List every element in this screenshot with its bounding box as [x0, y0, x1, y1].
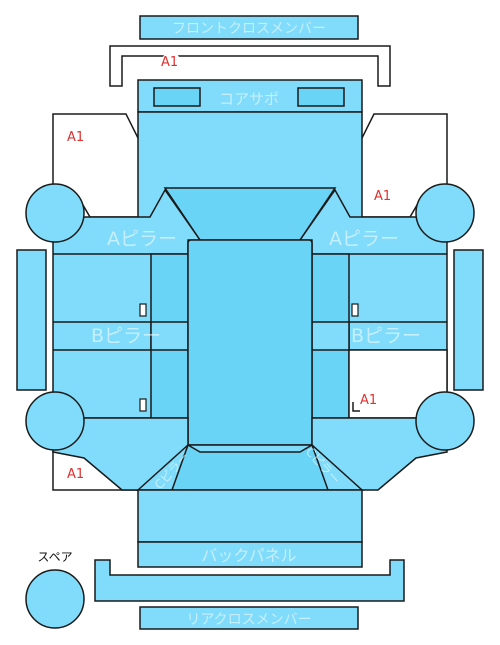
- back-panel[interactable]: バックパネル: [137, 489, 363, 568]
- right-rocker-panel[interactable]: [453, 249, 484, 391]
- marker-rear-right: A1: [360, 393, 377, 408]
- marker-front: A1: [161, 55, 178, 70]
- marker-front-right: A1: [374, 189, 391, 204]
- wheel-front-right[interactable]: [415, 183, 475, 243]
- b-pillar-right-label: Bピラー: [351, 325, 421, 347]
- marker-rear-left: A1: [67, 467, 84, 482]
- a-pillar-right-label: Aピラー: [329, 228, 399, 250]
- wheel-rear-left[interactable]: [25, 391, 85, 451]
- marker-front-left: A1: [67, 130, 84, 145]
- back-panel-label: バックパネル: [201, 546, 296, 565]
- spare-tire[interactable]: [25, 569, 85, 629]
- front-cross-member[interactable]: フロントクロスメンバー: [139, 15, 359, 40]
- rear-bumper[interactable]: [94, 559, 405, 602]
- b-pillar-left-label: Bピラー: [91, 325, 161, 347]
- core-support[interactable]: コアサポ: [137, 79, 363, 113]
- left-side-body[interactable]: [52, 188, 202, 419]
- left-rocker-panel[interactable]: [16, 249, 47, 391]
- front-cross-member-label: フロントクロスメンバー: [172, 21, 326, 37]
- front-bracket-outline: [109, 45, 391, 87]
- wheel-front-left[interactable]: [25, 183, 85, 243]
- rear-cross-member[interactable]: リアクロスメンバー: [139, 606, 359, 630]
- a-pillar-left-label: Aピラー: [107, 228, 177, 250]
- trunk-area[interactable]: Cピラー Cピラー: [52, 417, 448, 492]
- wheel-rear-right[interactable]: [415, 391, 475, 451]
- core-support-label: コアサポ: [219, 90, 279, 108]
- spare-label: スペア: [37, 550, 72, 564]
- rear-cross-member-label: リアクロスメンバー: [186, 612, 311, 628]
- roof-panel[interactable]: [187, 239, 313, 453]
